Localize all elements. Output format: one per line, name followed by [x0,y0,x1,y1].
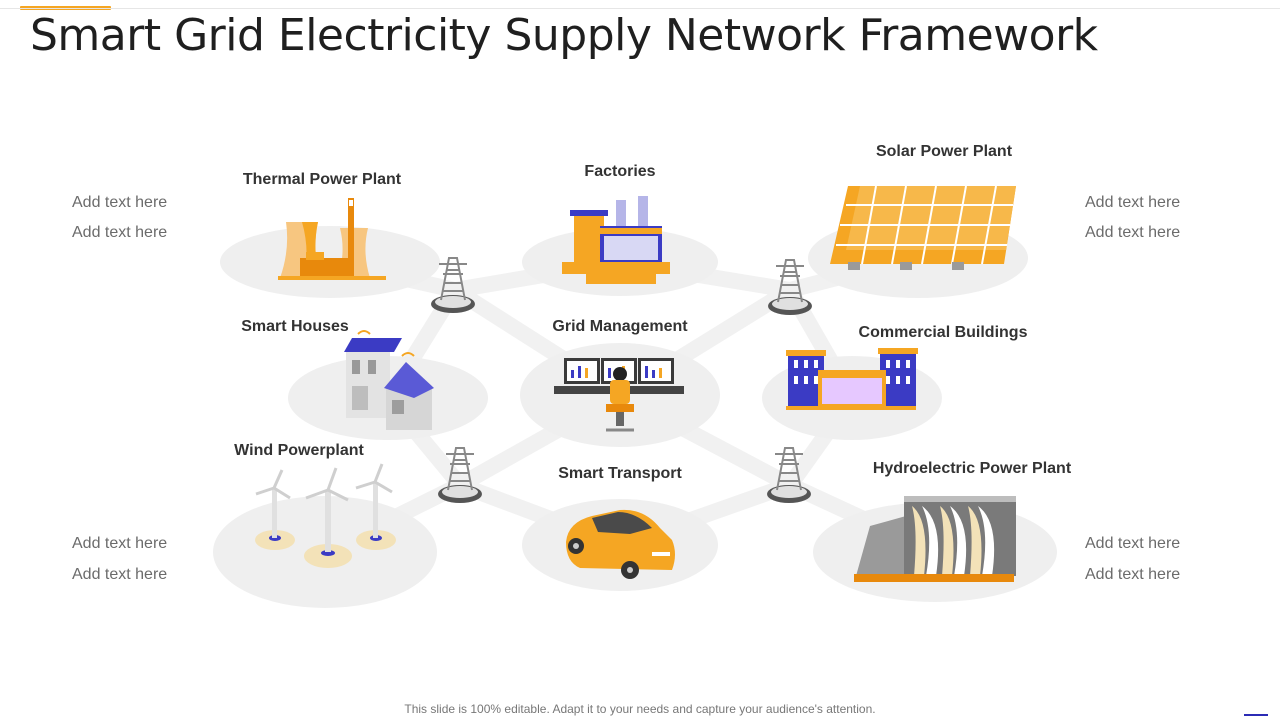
commercial-building-icon [786,348,918,410]
node-label-hydro: Hydroelectric Power Plant [872,460,1072,477]
placeholder-text: Add text here [1085,566,1181,583]
page-title: Smart Grid Electricity Supply Network Fr… [30,10,1098,61]
dam-icon [854,496,1016,582]
corner-accent [1244,714,1268,716]
transmission-tower-icon [767,447,811,503]
placeholder-text: Add text here [72,535,168,552]
placeholder-text: Add text here [72,224,168,241]
node-label-solar: Solar Power Plant [875,143,1013,160]
top-divider [0,8,1280,9]
solar-panel-icon [830,185,1016,270]
placeholder-text: Add text here [72,194,168,211]
car-icon [566,509,675,579]
footer-note: This slide is 100% editable. Adapt it to… [404,702,876,716]
control-room-icon [554,358,684,432]
placeholder-text: Add text here [1085,535,1181,552]
transmission-tower-icon [438,447,482,503]
wind-turbine-icon [255,463,396,568]
node-label-thermal: Thermal Power Plant [242,171,402,188]
placeholder-text: Add text here [72,566,168,583]
node-label-factories: Factories [584,163,656,180]
placeholder-text: Add text here [1085,194,1181,211]
node-label-grid: Grid Management [552,318,688,335]
node-label-transport: Smart Transport [558,465,682,482]
node-label-commercial: Commercial Buildings [858,324,1028,341]
smart-house-icon [344,330,434,430]
transmission-tower-icon [431,257,475,313]
node-label-houses: Smart Houses [241,318,349,335]
placeholder-text: Add text here [1085,224,1181,241]
factory-icon [562,196,670,284]
transmission-tower-icon [768,259,812,315]
thermal-plant-icon [278,198,386,280]
node-label-wind: Wind Powerplant [234,442,364,459]
